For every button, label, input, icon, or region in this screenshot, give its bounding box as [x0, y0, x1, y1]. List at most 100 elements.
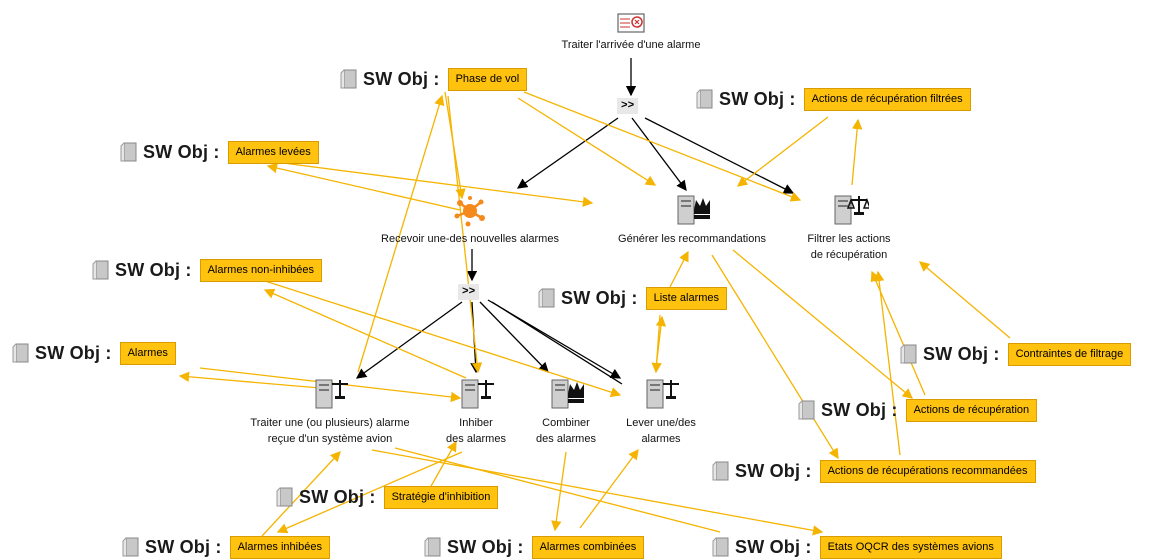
flow-inhibit-inhib — [276, 451, 463, 534]
sw-obj-prefix: SW Obj : — [363, 68, 440, 89]
sw-object-alarmes-inhibees[interactable]: SW Obj : Alarmes inhibées — [122, 534, 330, 560]
flow-inhibit-noninh — [263, 288, 467, 379]
task-label: Recevoir une-des nouvelles alarmes — [381, 233, 559, 245]
sw-object-icon — [424, 537, 441, 557]
task-root[interactable]: Traiter l'arrivée d'une alarme — [538, 12, 724, 53]
task-label-line1: Filtrer les actions — [807, 233, 891, 245]
sequence-operator-1[interactable]: >> — [617, 98, 639, 114]
sw-object-icon — [712, 537, 729, 557]
sw-object-icon — [12, 343, 29, 363]
flow-generate-actreco — [711, 254, 839, 460]
sw-object-value: Alarmes non-inhibées — [199, 258, 322, 282]
sw-object-alarmes-combinees[interactable]: SW Obj : Alarmes combinées — [424, 534, 645, 560]
sw-object-icon — [538, 288, 555, 308]
application-task-crown-icon — [551, 379, 584, 409]
sw-obj-prefix: SW Obj : — [735, 460, 812, 481]
interaction-task-splash-icon — [454, 196, 485, 227]
flow-treat-oqcr — [371, 449, 824, 536]
sw-object-alarmes-levees[interactable]: SW Obj : Alarmes levées — [120, 139, 319, 165]
edge-op1-generate — [631, 117, 687, 192]
sw-obj-prefix: SW Obj : — [735, 536, 812, 557]
sw-object-phase-de-vol[interactable]: SW Obj : Phase de vol — [340, 66, 528, 92]
edge-op2-raise-b — [491, 301, 623, 385]
sw-object-value: Stratégie d'inhibition — [383, 485, 499, 509]
sw-object-alarmes-non-inhibees[interactable]: SW Obj : Alarmes non-inhibées — [92, 257, 322, 283]
flow-strat-inhibit — [429, 440, 457, 489]
task-label-line2: des alarmes — [536, 433, 596, 445]
flow-liste-generate — [669, 250, 689, 288]
task-label-line2: alarmes — [641, 433, 681, 445]
flow-raise-liste — [655, 315, 667, 369]
task-inhibit[interactable]: Inhiber des alarmes — [436, 374, 516, 447]
sw-object-etats-oqcr[interactable]: SW Obj : Etats OQCR des systèmes avions — [712, 534, 1002, 560]
task-label-line1: Traiter une (ou plusieurs) alarme — [250, 417, 410, 429]
application-task-scale-icon — [834, 195, 869, 225]
sw-object-actions-recuperation[interactable]: SW Obj : Actions de récupération — [798, 397, 1038, 423]
sw-object-icon — [92, 260, 109, 280]
sw-object-value: Alarmes combinées — [531, 535, 645, 559]
flow-actreco-filter — [873, 270, 901, 456]
task-label-line2: reçue d'un système avion — [267, 433, 393, 445]
task-label-line2: des alarmes — [446, 433, 506, 445]
sw-object-value: Liste alarmes — [645, 286, 728, 310]
flow-levees-generate — [259, 159, 594, 207]
sw-obj-prefix: SW Obj : — [143, 141, 220, 162]
sw-object-value: Alarmes levées — [227, 140, 319, 164]
task-receive[interactable]: Recevoir une-des nouvelles alarmes — [360, 194, 580, 247]
flow-generate-act — [732, 249, 914, 399]
sw-object-value: Etats OQCR des systèmes avions — [819, 535, 1002, 559]
flow-phase-filter — [523, 91, 802, 202]
task-filter[interactable]: Filtrer les actions de récupération — [784, 190, 914, 263]
task-raise[interactable]: Lever une/des alarmes — [616, 374, 706, 447]
flow-treat-alarmes — [178, 371, 321, 389]
task-label-line1: Inhiber — [459, 417, 493, 429]
flow-filter-actfilt — [851, 118, 863, 186]
flow-phase-generate — [517, 97, 657, 186]
sw-object-value: Actions de récupération — [905, 398, 1038, 422]
task-generate[interactable]: Générer les recommandations — [592, 190, 792, 247]
flow-noninh-raise — [261, 279, 622, 398]
sw-object-value: Alarmes inhibées — [229, 535, 330, 559]
flow-inhinb-treat — [261, 451, 341, 537]
flow-receive-levees — [266, 162, 461, 211]
sw-object-strategie-inhibition[interactable]: SW Obj : Stratégie d'inhibition — [276, 484, 499, 510]
sw-object-contraintes-filtrage[interactable]: SW Obj : Contraintes de filtrage — [900, 341, 1132, 367]
sw-object-actions-filtrees[interactable]: SW Obj : Actions de récupération filtrée… — [696, 86, 971, 112]
sw-obj-prefix: SW Obj : — [35, 342, 112, 363]
flow-oqcr-treat — [394, 447, 721, 533]
sw-object-value: Alarmes — [119, 341, 176, 365]
sw-object-value: Contraintes de filtrage — [1007, 342, 1132, 366]
sw-object-liste-alarmes[interactable]: SW Obj : Liste alarmes — [538, 285, 728, 311]
task-label-line1: Lever une/des — [626, 417, 696, 429]
task-combine[interactable]: Combiner des alarmes — [526, 374, 606, 447]
sw-object-icon — [340, 69, 357, 89]
sw-object-alarmes[interactable]: SW Obj : Alarmes — [12, 340, 176, 366]
application-task-crown-icon — [461, 379, 494, 409]
sw-object-icon — [120, 142, 137, 162]
flow-treat-phase — [357, 94, 445, 373]
sw-obj-prefix: SW Obj : — [447, 536, 524, 557]
sw-obj-prefix: SW Obj : — [561, 287, 638, 308]
sw-object-icon — [712, 461, 729, 481]
sequence-operator-2[interactable]: >> — [458, 284, 480, 300]
sw-obj-prefix: SW Obj : — [115, 259, 192, 280]
edge-op1-filter — [644, 117, 795, 194]
sw-object-actions-recommandees[interactable]: SW Obj : Actions de récupérations recomm… — [712, 458, 1036, 484]
task-label-line1: Combiner — [542, 417, 590, 429]
application-task-scale-icon — [646, 379, 679, 409]
sw-obj-prefix: SW Obj : — [821, 399, 898, 420]
task-label-line2: de récupération — [810, 249, 888, 261]
task-treat[interactable]: Traiter une (ou plusieurs) alarme reçue … — [230, 374, 430, 447]
sw-object-icon — [798, 400, 815, 420]
flow-combinees-raise — [579, 448, 639, 529]
sw-obj-prefix: SW Obj : — [719, 88, 796, 109]
flow-phase-inhibit — [447, 95, 483, 374]
task-label: Traiter l'arrivée d'une alarme — [561, 39, 701, 51]
flow-contraintes-filter — [919, 261, 1011, 339]
flow-filter-actfilt2 — [736, 116, 829, 187]
sw-object-icon — [122, 537, 139, 557]
edge-op2-combine — [479, 301, 549, 373]
edge-op1-receive — [516, 117, 619, 189]
abstract-task-icon — [617, 13, 645, 33]
